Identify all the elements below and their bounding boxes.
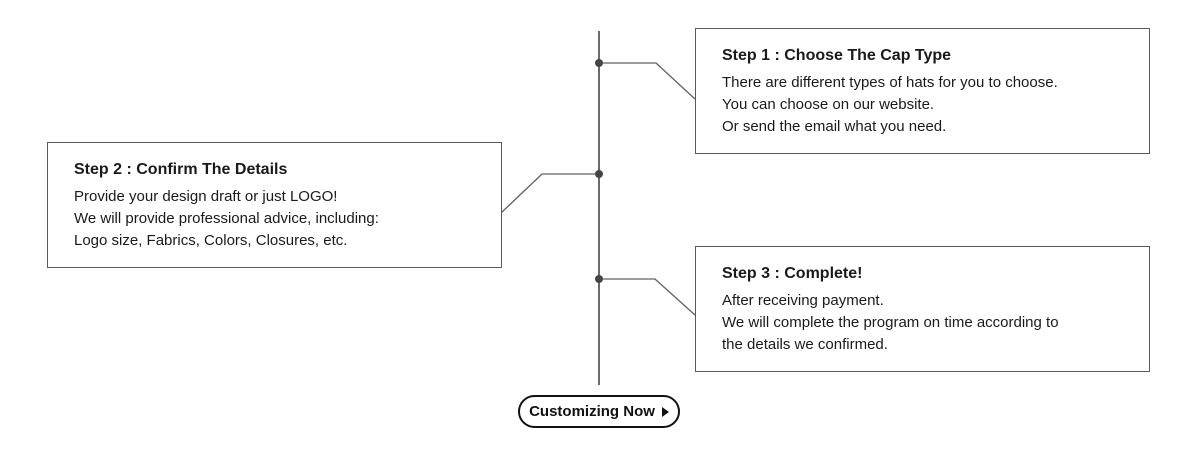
step-3-line-1: After receiving payment. [722,292,884,309]
step-3-line-2: We will complete the program on time acc… [722,314,1059,331]
step-1-title: Step 1 : Choose The Cap Type [722,47,952,64]
step-2-line-2: We will provide professional advice, inc… [74,210,379,227]
step-1-line-1: There are different types of hats for yo… [722,74,1058,91]
connector-step-3 [603,278,696,316]
customizing-now-label: Customizing Now [529,403,655,420]
connector-step-2 [501,173,595,213]
step-1-line-3: Or send the email what you need. [722,118,947,135]
step-2-box: Step 2 : Confirm The Details Provide you… [47,142,502,268]
timeline-dot-3 [595,275,603,283]
step-1-box: Step 1 : Choose The Cap Type There are d… [695,28,1150,154]
step-3-line-3: the details we confirmed. [722,336,888,353]
step-2-title: Step 2 : Confirm The Details [74,161,288,178]
timeline-dot-2 [595,170,603,178]
timeline-dot-1 [595,59,603,67]
step-2-line-1: Provide your design draft or just LOGO! [74,188,338,205]
arrow-right-icon [661,406,669,417]
step-2-line-3: Logo size, Fabrics, Colors, Closures, et… [74,232,348,249]
step-3-box: Step 3 : Complete! After receiving payme… [695,246,1150,372]
customizing-now-button[interactable]: Customizing Now [518,395,680,428]
step-1-line-2: You can choose on our website. [722,96,935,113]
step-3-title: Step 3 : Complete! [722,265,863,282]
connector-step-1 [603,62,696,100]
